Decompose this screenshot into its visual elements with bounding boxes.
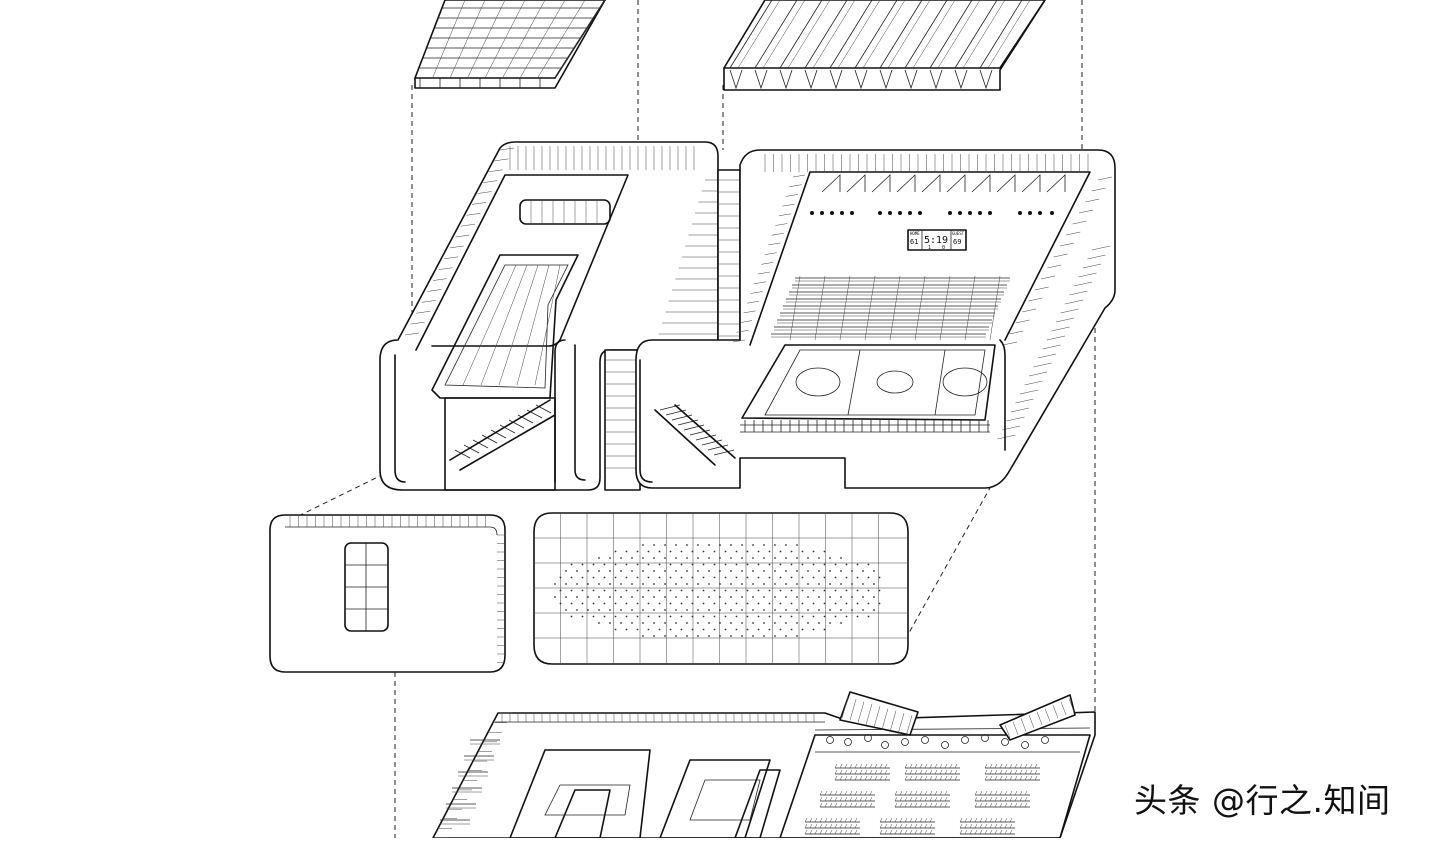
watermark-text: 头条 @行之.知间 (1134, 781, 1391, 820)
score-home-value: 61 (910, 238, 918, 246)
roof-panel-right (723, 0, 1046, 91)
score-clock: 5:19 (924, 235, 948, 246)
score-home-sub: 1 (928, 245, 931, 251)
roof-panel-left (414, 0, 606, 89)
pool-block (379, 141, 719, 491)
wall-panel-right (533, 512, 909, 665)
floor-plan-bottom (432, 691, 1096, 839)
score-home-label: HOME (910, 231, 920, 236)
wall-panel-left (269, 514, 506, 673)
scoreboard: HOME GUEST 61 69 5:19 1 0 (907, 229, 967, 251)
score-guest-label: GUEST (952, 231, 965, 236)
score-guest-sub: 0 (942, 245, 945, 251)
arena-block: HOME GUEST 61 69 5:19 1 0 (635, 149, 1116, 489)
score-guest-value: 69 (953, 238, 961, 246)
connector-block (604, 169, 741, 491)
projection-lines (269, 0, 1096, 838)
